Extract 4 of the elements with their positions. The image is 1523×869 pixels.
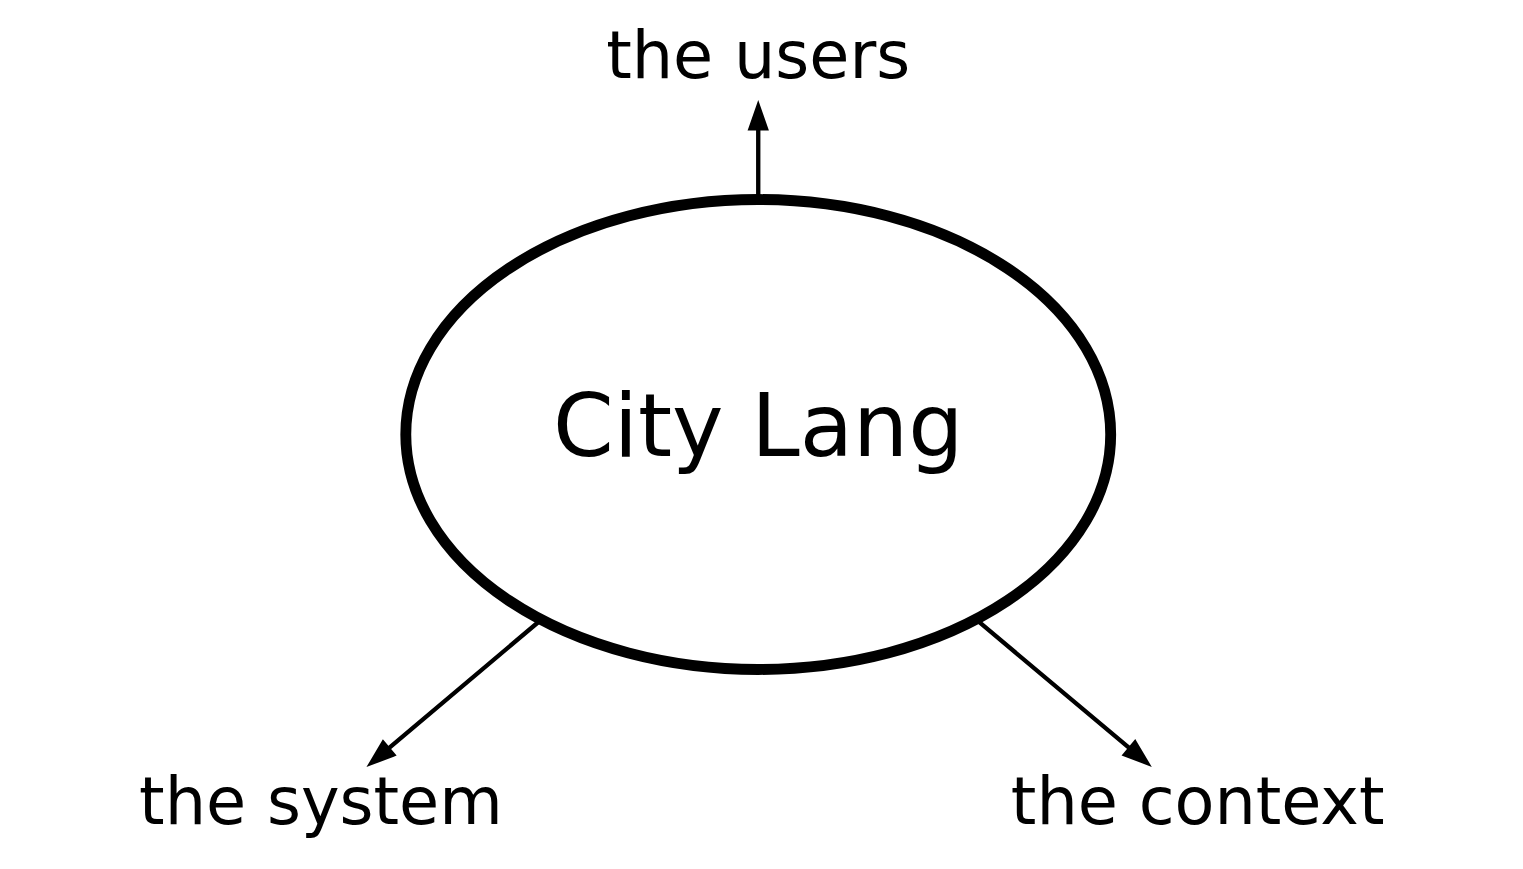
node-text: the users: [606, 16, 911, 93]
node-text: the context: [1010, 762, 1385, 839]
node-text: the system: [139, 762, 503, 839]
node-ellipse: City Lang: [400, 194, 1117, 675]
